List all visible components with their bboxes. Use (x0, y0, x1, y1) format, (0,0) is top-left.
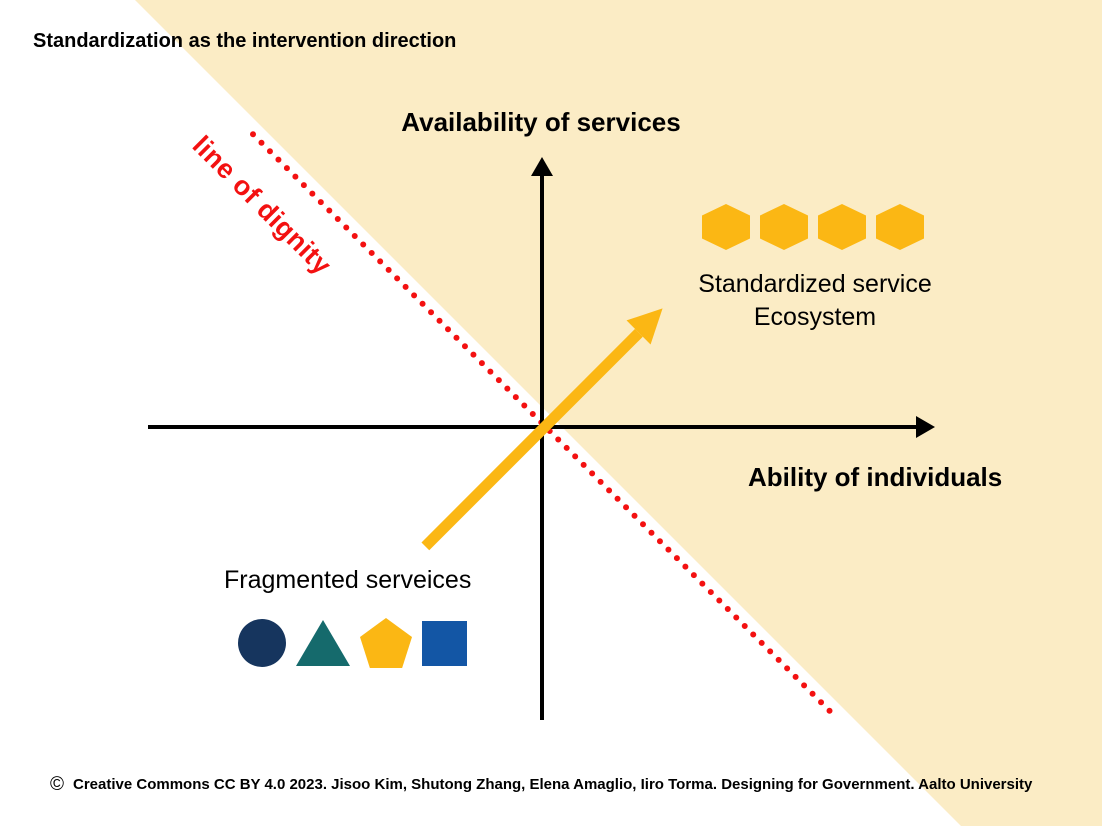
square-icon (422, 620, 467, 666)
footer: © Creative Commons CC BY 4.0 2023. Jisoo… (50, 775, 1032, 794)
triangle-icon (296, 620, 350, 666)
x-axis-line (148, 425, 918, 429)
copyright-icon: © (50, 774, 64, 795)
x-axis-arrowhead-icon (916, 416, 935, 438)
y-axis-arrowhead-icon (531, 157, 553, 176)
x-axis-label: Ability of individuals (748, 462, 1003, 492)
pentagon-icon (360, 618, 412, 668)
standardized-hexagon-row (702, 204, 924, 250)
circle-icon (238, 619, 286, 667)
standardized-label-line2: Ecosystem (753, 303, 877, 331)
fragmented-services-label: Fragmented serveices (224, 566, 472, 594)
page-title: Standardization as the intervention dire… (33, 30, 457, 52)
hexagon-icon (760, 204, 808, 250)
hexagon-icon (818, 204, 866, 250)
hexagon-icon (876, 204, 924, 250)
standardized-label-line1: Standardized service (698, 270, 932, 298)
hexagon-icon (702, 204, 750, 250)
standardized-service-label: Standardized service Ecosystem (640, 268, 990, 334)
y-axis-label: Availability of services (401, 107, 681, 137)
fragmented-shape-row (238, 618, 467, 668)
footer-credit-text: Creative Commons CC BY 4.0 2023. Jisoo K… (73, 776, 1033, 793)
y-axis-line (540, 172, 544, 720)
